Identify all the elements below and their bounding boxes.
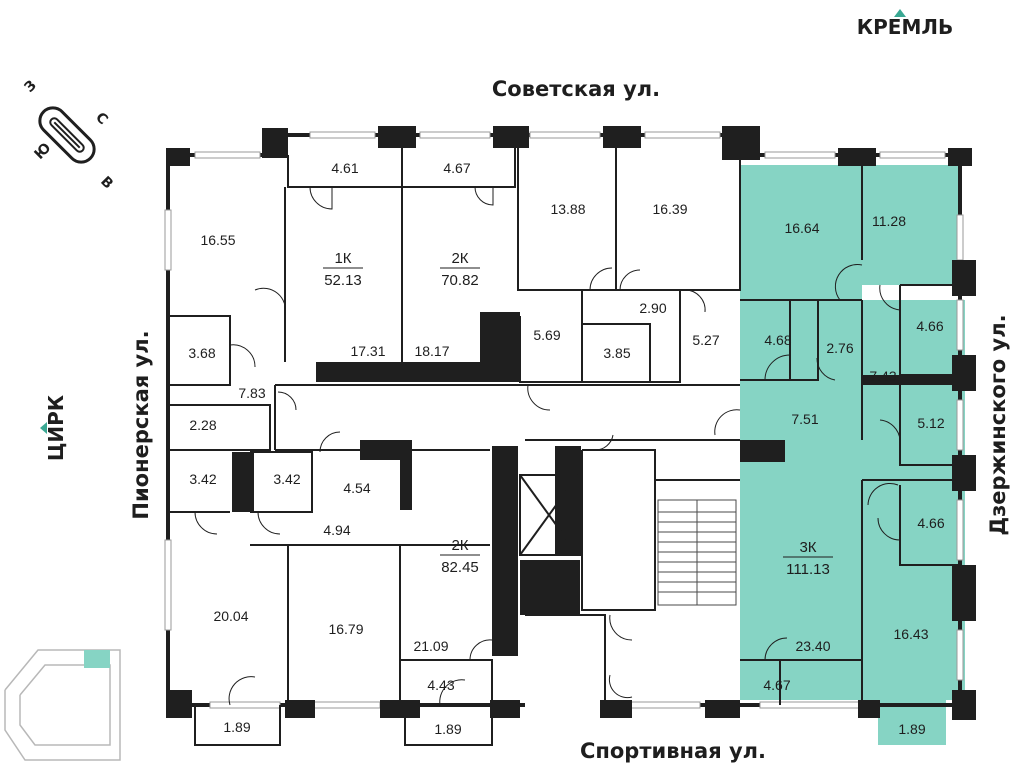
room-area: 5.27: [692, 332, 719, 348]
compass-north: С: [92, 110, 111, 129]
interior-partitions: [168, 148, 962, 746]
apartment-2k-label[interactable]: 2К 70.82: [440, 250, 480, 289]
room-area: 16.55: [200, 232, 235, 248]
circus-arrow-icon: [40, 422, 47, 434]
room-area: 16.79: [328, 621, 363, 637]
room-labels: 16.55 4.61 4.67 13.88 16.39 16.64 11.28 …: [188, 160, 944, 737]
room-area: 2.90: [639, 300, 666, 316]
compass-icon: З С Ю В: [22, 77, 117, 192]
landmark-kremlin: КРЕМЛЬ: [857, 15, 953, 39]
apartment-rooms: 2К: [451, 250, 468, 267]
kremlin-arrow-icon: [894, 9, 906, 17]
room-area: 4.67: [443, 160, 470, 176]
room-area: 11.28: [872, 213, 906, 229]
apartment-area: 70.82: [441, 272, 479, 289]
room-area: 7.83: [238, 385, 265, 401]
room-area: 20.04: [213, 608, 248, 624]
apartment-area: 52.13: [324, 272, 362, 289]
room-area: 17.31: [350, 343, 385, 359]
room-area: 1.89: [223, 719, 250, 735]
room-area: 3.85: [603, 345, 630, 361]
room-area: 18.17: [414, 343, 449, 359]
room-area: 3.42: [189, 471, 216, 487]
room-area: 5.69: [533, 327, 560, 343]
room-area: 13.88: [550, 201, 585, 217]
room-area: 3.42: [273, 471, 300, 487]
street-west: Пионерская ул.: [129, 330, 153, 519]
highlighted-apartment-3k[interactable]: [740, 165, 965, 745]
street-south: Спортивная ул.: [580, 739, 766, 763]
room-area: 7.51: [791, 411, 818, 427]
room-area: 7.43: [869, 368, 896, 384]
room-area: 2.76: [826, 340, 853, 356]
room-area: 4.54: [343, 480, 370, 496]
room-area: 4.66: [917, 515, 944, 531]
wall-columns: [166, 126, 976, 720]
door-swings: [194, 186, 901, 706]
room-area: 23.40: [795, 638, 830, 654]
apartment-2k-label[interactable]: 2К 82.45: [440, 537, 480, 576]
room-area: 4.61: [331, 160, 358, 176]
room-area: 1.89: [434, 721, 461, 737]
key-plan-thumbnail: [4, 649, 121, 761]
room-area: 4.67: [763, 677, 790, 693]
compass-west: З: [22, 77, 40, 95]
compass-east: В: [97, 174, 116, 193]
landmark-circus: ЦИРК: [44, 394, 68, 461]
room-area: 16.43: [893, 626, 928, 642]
room-area: 1.89: [898, 721, 925, 737]
apartment-area: 82.45: [441, 559, 479, 576]
street-north: Советская ул.: [492, 77, 660, 101]
windows: [164, 131, 964, 709]
street-east: Дзержинского ул.: [986, 314, 1010, 535]
room-area: 4.66: [916, 318, 943, 334]
room-area: 4.68: [764, 332, 791, 348]
room-area: 4.94: [323, 522, 350, 538]
room-area: 21.09: [413, 638, 448, 654]
staircase: [657, 499, 737, 606]
apartment-1k-label[interactable]: 1К 52.13: [323, 250, 363, 289]
apartment-rooms: 3К: [799, 539, 816, 556]
room-area: 5.12: [917, 415, 944, 431]
apartment-3k-label[interactable]: 3К 111.13: [783, 539, 833, 578]
compass-south: Ю: [32, 140, 55, 163]
room-area: 3.68: [188, 345, 215, 361]
room-area: 16.64: [784, 220, 819, 236]
apartment-area: 111.13: [786, 561, 830, 578]
room-area: 4.43: [427, 677, 454, 693]
apartment-rooms: 2К: [451, 537, 468, 554]
room-area: 16.39: [652, 201, 687, 217]
apartment-rooms: 1К: [334, 250, 351, 267]
room-area: 2.28: [189, 417, 216, 433]
